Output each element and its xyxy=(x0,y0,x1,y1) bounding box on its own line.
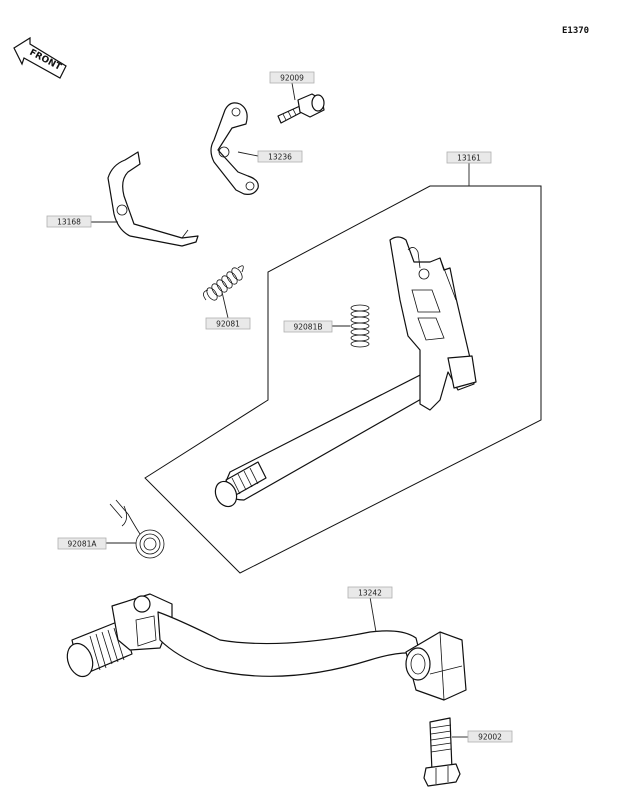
label-92081B: 92081B xyxy=(283,320,333,333)
label-92009: 92009 xyxy=(269,71,315,84)
assembly-frame xyxy=(144,185,542,574)
svg-text:13242: 13242 xyxy=(358,589,382,598)
label-92002: 92002 xyxy=(467,730,513,743)
svg-text:92081A: 92081A xyxy=(68,540,98,549)
svg-text:13236: 13236 xyxy=(268,153,292,162)
label-13161: 13161 xyxy=(446,151,492,164)
bolt-92009 xyxy=(277,93,325,124)
svg-text:92002: 92002 xyxy=(478,733,502,742)
label-92081A: 92081A xyxy=(57,537,107,550)
label-13242: 13242 xyxy=(347,586,393,599)
svg-text:92081B: 92081B xyxy=(293,323,322,332)
label-92081: 92081 xyxy=(205,317,251,330)
shift-shaft-13161 xyxy=(214,236,477,508)
plate-13236 xyxy=(210,102,259,195)
label-13236: 13236 xyxy=(257,150,303,163)
diagram-code: E1370 xyxy=(562,26,589,36)
bolt-92002 xyxy=(423,717,461,787)
spring-92081B xyxy=(350,304,370,348)
svg-text:92081: 92081 xyxy=(216,320,240,329)
svg-text:13168: 13168 xyxy=(57,218,81,227)
svg-text:13161: 13161 xyxy=(457,154,481,163)
label-13168: 13168 xyxy=(46,215,92,228)
shift-pedal-13242 xyxy=(66,593,467,701)
front-arrow-icon: FRONT xyxy=(13,36,67,79)
leader-lines xyxy=(90,82,470,738)
svg-text:92009: 92009 xyxy=(280,74,304,83)
spring-92081A xyxy=(109,499,165,559)
bracket-13168 xyxy=(107,151,199,247)
spring-92081 xyxy=(203,265,244,301)
